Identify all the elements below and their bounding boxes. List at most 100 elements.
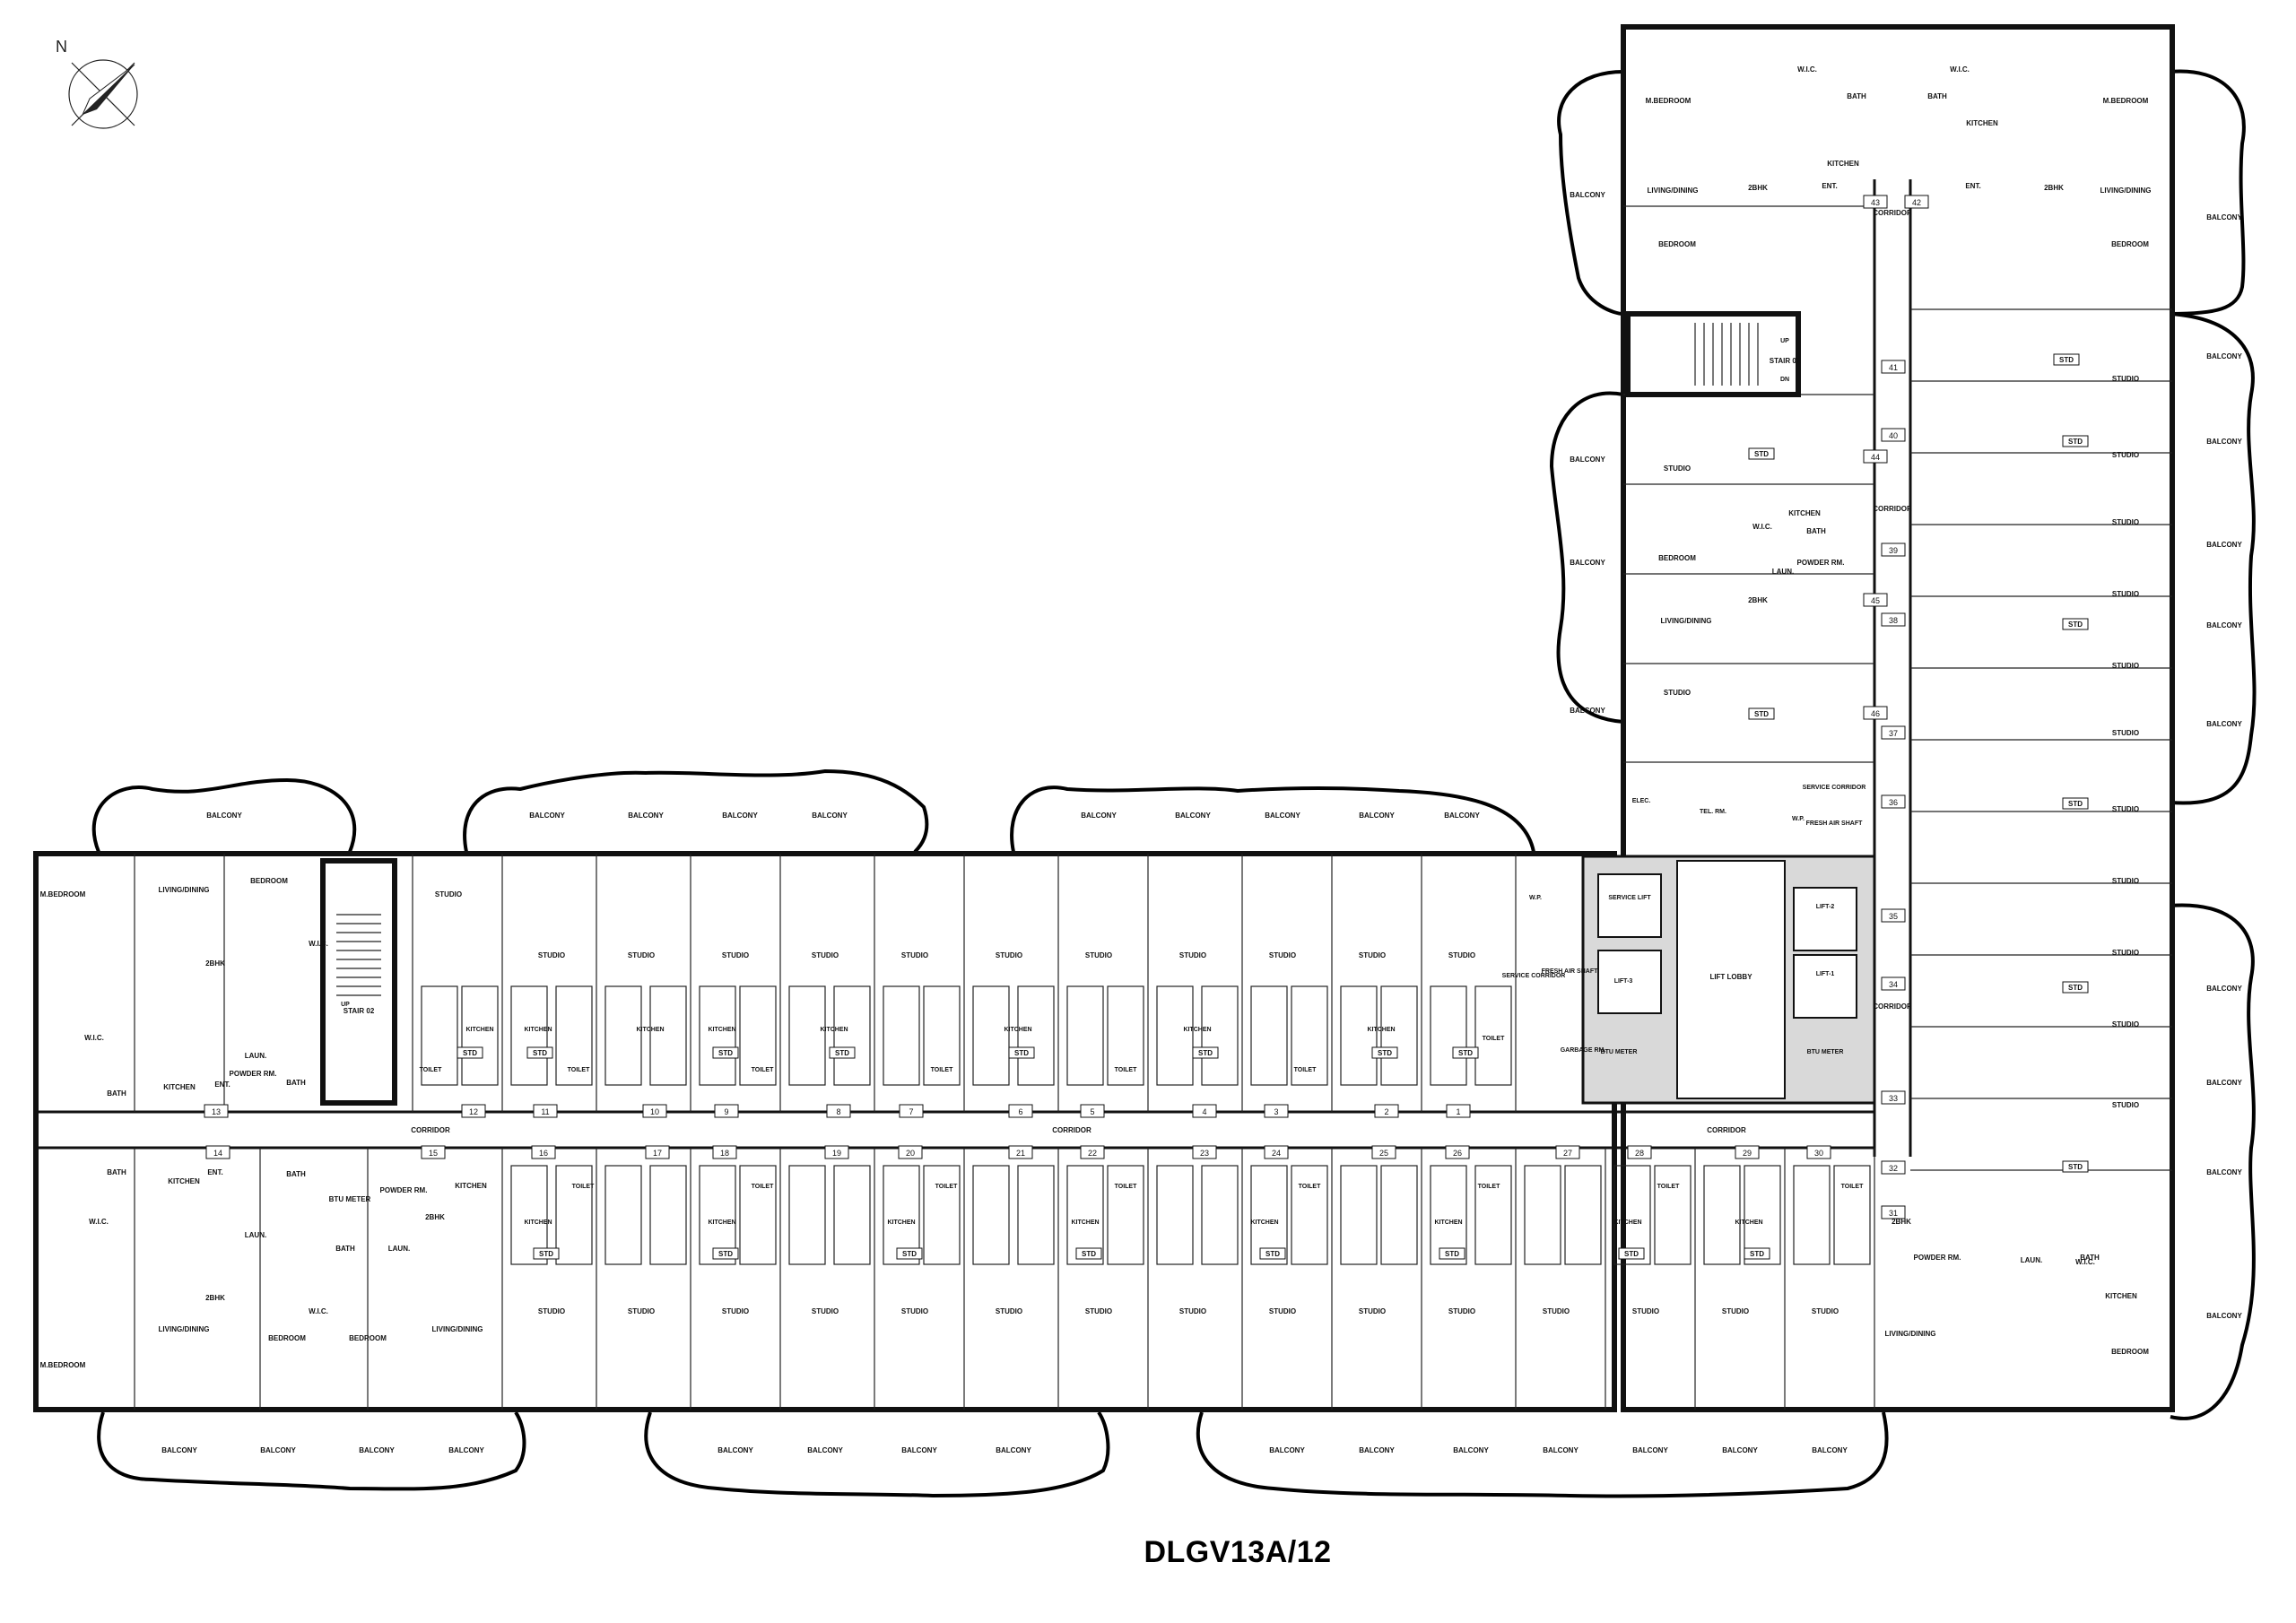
studio-label: STUDIO	[2112, 590, 2139, 598]
studio-label: STUDIO	[628, 951, 655, 959]
svg-text:14: 14	[213, 1149, 222, 1158]
svg-text:23: 23	[1200, 1149, 1209, 1158]
wic-label: W.I.C.	[1950, 65, 1970, 74]
laun-label: LAUN.	[245, 1231, 266, 1239]
svg-text:KITCHEN: KITCHEN	[524, 1219, 552, 1226]
svg-text:42: 42	[1912, 198, 1921, 207]
service-lift-label: SERVICE LIFT	[1608, 895, 1651, 901]
studio-label: STUDIO	[2112, 729, 2139, 737]
studio-label: STUDIO	[2112, 451, 2139, 459]
2bhk-tag: 2BHK	[1892, 1218, 1911, 1226]
svg-text:27: 27	[1563, 1149, 1572, 1158]
balcony-label: BALCONY	[2206, 985, 2242, 993]
studio-label: STUDIO	[1448, 951, 1475, 959]
svg-text:KITCHEN: KITCHEN	[524, 1027, 552, 1033]
svg-text:2: 2	[1384, 1107, 1388, 1116]
living-dining-label: LIVING/DINING	[1885, 1330, 1936, 1338]
svg-text:TOILET: TOILET	[1115, 1184, 1137, 1190]
bath-label: BATH	[286, 1079, 306, 1087]
2bhk-tag: 2BHK	[2044, 184, 2064, 192]
svg-text:33: 33	[1889, 1094, 1898, 1103]
svg-text:TOILET: TOILET	[1657, 1184, 1680, 1190]
svg-text:KITCHEN: KITCHEN	[1367, 1027, 1395, 1033]
2bhk-tag: 2BHK	[1748, 184, 1768, 192]
north-arrow-icon: N	[56, 38, 138, 129]
svg-text:TOILET: TOILET	[752, 1184, 774, 1190]
svg-text:TOILET: TOILET	[752, 1067, 774, 1073]
2bhk-tag: 2BHK	[425, 1213, 445, 1221]
bath-label: BATH	[335, 1245, 355, 1253]
unit-numbers-east: 41 40 39 38 37 36 35 34 33 32 31 44 45 4…	[1863, 195, 1929, 1219]
balcony-label: BALCONY	[718, 1446, 753, 1454]
svg-text:STD: STD	[539, 1250, 553, 1258]
svg-text:30: 30	[1814, 1149, 1823, 1158]
bath-label: BATH	[1806, 527, 1826, 535]
svg-text:17: 17	[653, 1149, 662, 1158]
studio-label: STUDIO	[2112, 375, 2139, 383]
laun-label: LAUN.	[245, 1052, 266, 1060]
balcony-label: BALCONY	[2206, 541, 2242, 549]
balcony-label: BALCONY	[807, 1446, 843, 1454]
kitchen-label: KITCHEN	[455, 1182, 487, 1190]
studio-label: STUDIO	[2112, 1101, 2139, 1109]
living-dining-label: LIVING/DINING	[159, 1325, 210, 1333]
svg-text:STD: STD	[1445, 1250, 1459, 1258]
balcony-label: BALCONY	[1081, 812, 1117, 820]
svg-text:TOILET: TOILET	[1841, 1184, 1864, 1190]
studio-label: STUDIO	[722, 1307, 749, 1315]
svg-text:KITCHEN: KITCHEN	[1250, 1219, 1278, 1226]
stair-01-core	[1625, 311, 1801, 397]
svg-text:STD: STD	[718, 1049, 733, 1057]
bedroom-label: BEDROOM	[1658, 554, 1696, 562]
svg-text:TOILET: TOILET	[572, 1184, 595, 1190]
balcony-label: BALCONY	[2206, 438, 2242, 446]
laun-label: LAUN.	[2021, 1256, 2042, 1264]
stair-01-label: STAIR 01	[1770, 357, 1801, 365]
fresh-air-shaft-label: FRESH AIR SHAFT	[1542, 968, 1598, 975]
balcony-outlines	[91, 69, 2257, 1498]
studio-label: STUDIO	[2112, 805, 2139, 813]
balcony-label: BALCONY	[2206, 720, 2242, 728]
corridor-label: CORRIDOR	[1707, 1126, 1746, 1134]
studio-label: STUDIO	[1269, 951, 1296, 959]
svg-text:KITCHEN: KITCHEN	[1613, 1219, 1641, 1226]
balcony-label: BALCONY	[1570, 559, 1605, 567]
balcony-label: BALCONY	[1269, 1446, 1305, 1454]
balcony-label: BALCONY	[1570, 456, 1605, 464]
svg-text:STD: STD	[718, 1250, 733, 1258]
svg-text:1: 1	[1456, 1107, 1460, 1116]
balcony-label: BALCONY	[2206, 213, 2242, 221]
m-bedroom-label: M.BEDROOM	[1646, 97, 1692, 105]
std-tags-bottom: STD STD STD STD STD STD STD STD	[533, 1247, 1770, 1260]
studio-label: STUDIO	[2112, 949, 2139, 957]
svg-text:44: 44	[1871, 453, 1880, 462]
studio-label: STUDIO	[1448, 1307, 1475, 1315]
balcony-label: BALCONY	[2206, 621, 2242, 629]
svg-text:40: 40	[1889, 431, 1898, 440]
studio-label: STUDIO	[1664, 689, 1691, 697]
ent-label: ENT.	[214, 1081, 230, 1089]
std-tags-top: STD STD STD STD STD STD STD STD	[457, 1046, 1479, 1059]
studio-label: STUDIO	[1812, 1307, 1839, 1315]
corridor-label: CORRIDOR	[1873, 1002, 1912, 1011]
balcony-label: BALCONY	[2206, 352, 2242, 360]
svg-text:STD: STD	[2059, 356, 2074, 364]
svg-text:STD: STD	[1624, 1250, 1639, 1258]
studio-label: STUDIO	[901, 1307, 928, 1315]
kitchen-label: KITCHEN	[1827, 160, 1859, 168]
studio-label: STUDIO	[1632, 1307, 1659, 1315]
studio-label: STUDIO	[1359, 951, 1386, 959]
stair-02-core	[320, 858, 397, 1106]
bedroom-label: BEDROOM	[268, 1334, 306, 1342]
svg-text:38: 38	[1889, 616, 1898, 625]
studio-label: STUDIO	[1722, 1307, 1749, 1315]
balcony-label: BALCONY	[1570, 707, 1605, 715]
bedroom-label: BEDROOM	[250, 877, 288, 885]
studio-label: STUDIO	[1359, 1307, 1386, 1315]
svg-text:STD: STD	[1265, 1250, 1280, 1258]
svg-text:KITCHEN: KITCHEN	[1183, 1027, 1211, 1033]
svg-text:STD: STD	[1014, 1049, 1029, 1057]
kitchen-label: KITCHEN	[1966, 119, 1998, 127]
studio-label: STUDIO	[1085, 1307, 1112, 1315]
